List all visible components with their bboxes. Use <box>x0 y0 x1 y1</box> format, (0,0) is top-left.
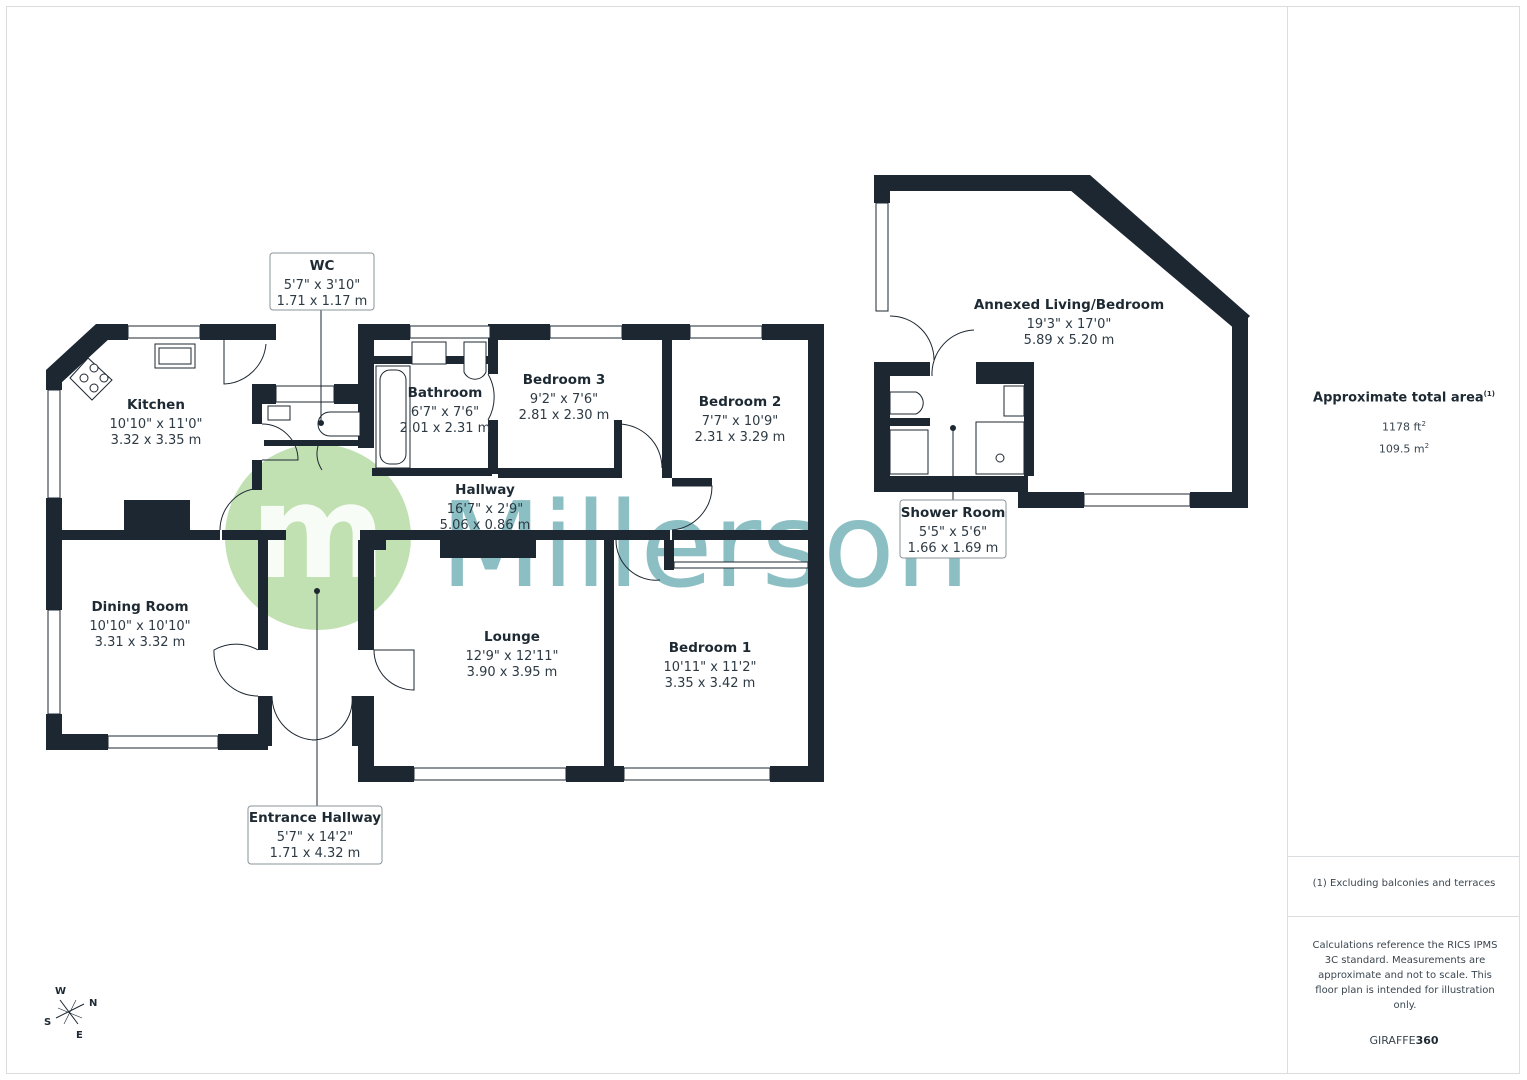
compass-s: S <box>44 1017 51 1028</box>
annex-walls <box>874 175 1250 508</box>
bathroom-name: Bathroom <box>408 385 483 401</box>
wc-imperial: 5'7" x 3'10" <box>284 278 360 293</box>
shower-metric: 1.66 x 1.69 m <box>908 541 999 556</box>
kitchen-metric: 3.32 x 3.35 m <box>111 433 202 448</box>
hob-icon <box>69 357 113 401</box>
label-shower: Shower Room 5'5" x 5'6" 1.66 x 1.69 m <box>899 499 1007 559</box>
annex-name: Annexed Living/Bedroom <box>974 297 1164 313</box>
footnote: (1) Excluding balconies and terraces <box>1312 878 1496 889</box>
bedroom3-imperial: 9'2" x 7'6" <box>530 392 598 407</box>
hallway-name: Hallway <box>455 482 515 498</box>
wc-toilet-icon <box>317 411 361 437</box>
area-ft: 1178 ft2 <box>1382 420 1426 434</box>
windows <box>47 325 771 781</box>
wc-metric: 1.71 x 1.17 m <box>277 294 368 309</box>
dining-metric: 3.31 x 3.32 m <box>95 635 186 650</box>
bedroom3-metric: 2.81 x 2.30 m <box>519 408 610 423</box>
main-house-walls <box>46 324 824 782</box>
entrance-name: Entrance Hallway <box>249 810 381 826</box>
annex-basin-icon <box>1003 385 1025 417</box>
divider <box>1288 916 1520 917</box>
bedroom1-name: Bedroom 1 <box>669 640 751 656</box>
bathroom-metric: 2.01 x 2.31 m <box>400 421 491 436</box>
label-entrance: Entrance Hallway 5'7" x 14'2" 1.71 x 4.3… <box>247 805 383 865</box>
annex-toilet-icon <box>889 391 924 415</box>
info-panel: Approximate total area(1) 1178 ft2 109.5… <box>1287 6 1520 1074</box>
area-m: 109.5 m2 <box>1378 442 1430 456</box>
divider <box>1288 856 1520 857</box>
label-bedroom2: Bedroom 2 7'7" x 10'9" 2.31 x 3.29 m <box>695 394 786 445</box>
bathroom-basin-icon <box>411 341 447 365</box>
brand-logo: GIRAFFE360 <box>1369 1034 1439 1047</box>
label-bedroom1: Bedroom 1 10'11" x 11'2" 3.35 x 3.42 m <box>664 640 757 691</box>
area-title: Approximate total area(1) <box>1313 390 1495 406</box>
bedroom2-metric: 2.31 x 3.29 m <box>695 430 786 445</box>
compass-icon: W N S E <box>44 986 97 1041</box>
compass-n: N <box>89 998 97 1009</box>
wc-name: WC <box>310 258 335 274</box>
hallway-imperial: 16'7" x 2'9" <box>447 502 523 517</box>
bedroom2-imperial: 7'7" x 10'9" <box>702 414 778 429</box>
kitchen-imperial: 10'10" x 11'0" <box>110 417 203 432</box>
compass-w: W <box>55 986 66 997</box>
wc-basin-icon <box>267 405 291 421</box>
lounge-metric: 3.90 x 3.95 m <box>467 665 558 680</box>
entrance-imperial: 5'7" x 14'2" <box>277 830 353 845</box>
dining-imperial: 10'10" x 10'10" <box>89 619 190 634</box>
annex-windows <box>875 202 1191 507</box>
page-frame <box>6 6 1520 1074</box>
lounge-name: Lounge <box>484 629 540 645</box>
label-bedroom3: Bedroom 3 9'2" x 7'6" 2.81 x 2.30 m <box>519 372 610 423</box>
compass-e: E <box>76 1030 83 1041</box>
label-bathroom: Bathroom 6'7" x 7'6" 2.01 x 2.31 m <box>400 385 491 436</box>
shower-imperial: 5'5" x 5'6" <box>919 525 987 540</box>
annex-imperial: 19'3" x 17'0" <box>1027 317 1112 332</box>
annex-fixtures <box>889 315 1025 475</box>
bedroom1-imperial: 10'11" x 11'2" <box>664 660 757 675</box>
wardrobe-rail <box>673 561 809 569</box>
shower-name: Shower Room <box>901 505 1006 521</box>
bathroom-toilet-icon <box>463 341 487 380</box>
label-annex: Annexed Living/Bedroom 19'3" x 17'0" 5.8… <box>974 297 1164 348</box>
fixtures <box>69 341 809 569</box>
entrance-metric: 1.71 x 4.32 m <box>270 846 361 861</box>
bedroom2-name: Bedroom 2 <box>699 394 781 410</box>
lounge-imperial: 12'9" x 12'11" <box>466 649 559 664</box>
shower-tray-icon <box>975 421 1025 475</box>
label-kitchen: Kitchen 10'10" x 11'0" 3.32 x 3.35 m <box>110 397 203 448</box>
dining-name: Dining Room <box>91 599 188 615</box>
bedroom3-name: Bedroom 3 <box>523 372 605 388</box>
door-swings <box>213 340 713 741</box>
hallway-metric: 5.06 x 0.86 m <box>440 518 531 533</box>
label-hallway: Hallway 16'7" x 2'9" 5.06 x 0.86 m <box>440 482 531 533</box>
label-dining: Dining Room 10'10" x 10'10" 3.31 x 3.32 … <box>89 599 190 650</box>
annex-metric: 5.89 x 5.20 m <box>1024 333 1115 348</box>
calculation-note: Calculations reference the RICS IPMS 3C … <box>1312 940 1498 1011</box>
kitchen-name: Kitchen <box>127 397 185 413</box>
bathroom-imperial: 6'7" x 7'6" <box>411 405 479 420</box>
label-wc: WC 5'7" x 3'10" 1.71 x 1.17 m <box>269 252 375 311</box>
bedroom1-metric: 3.35 x 3.42 m <box>665 676 756 691</box>
area-note-mark: (1) <box>1483 390 1495 398</box>
floor-plan: m Millerson <box>44 175 1250 1041</box>
label-lounge: Lounge 12'9" x 12'11" 3.90 x 3.95 m <box>466 629 559 680</box>
